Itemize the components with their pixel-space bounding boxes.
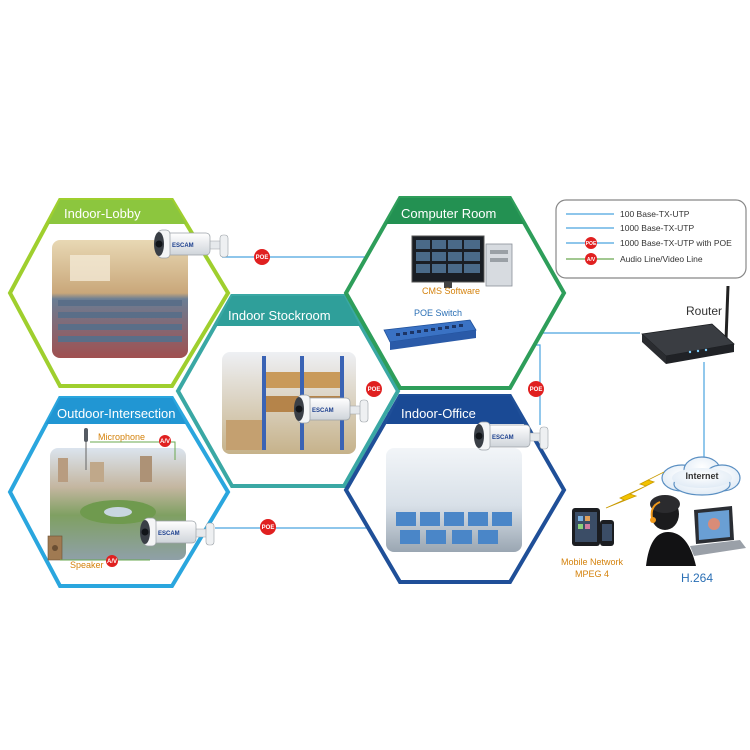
- legend-item-2: 1000 Base-TX-UTP: [620, 223, 694, 233]
- poe-badge-stockroom: POE: [366, 381, 382, 397]
- zone-title-computer: Computer Room: [401, 206, 496, 221]
- svg-text:A/V: A/V: [107, 559, 117, 565]
- poe-switch-label: POE Switch: [414, 308, 462, 318]
- zone-title-lobby: Indoor-Lobby: [64, 206, 141, 221]
- phone-icon: [600, 520, 614, 546]
- mpeg4-label: MPEG 4: [575, 569, 609, 579]
- poe-badge-office: POE: [528, 381, 544, 397]
- svg-text:A/V: A/V: [160, 439, 170, 445]
- laptop-icon: [690, 506, 746, 556]
- zone-title-outdoor: Outdoor-Intersection: [57, 406, 176, 421]
- svg-text:ESCAM: ESCAM: [312, 408, 334, 414]
- poe-badge-outdoor: POE: [260, 519, 276, 535]
- router-group: Router: [642, 286, 734, 364]
- h264-label: H.264: [681, 571, 713, 585]
- speaker-icon: [48, 536, 62, 560]
- mobile-network-label: Mobile Network: [561, 557, 624, 567]
- user-icon: [646, 495, 696, 566]
- svg-text:POE: POE: [368, 387, 381, 393]
- cms-software-label: CMS Software: [422, 286, 480, 296]
- legend-item-3: 1000 Base-TX-UTP with POE: [620, 238, 732, 248]
- cloud-icon: Internet: [662, 457, 740, 495]
- svg-text:ESCAM: ESCAM: [492, 435, 514, 441]
- tablet-icon: [572, 508, 600, 546]
- zone-title-office: Indoor-Office: [401, 406, 476, 421]
- camera-icon: ESCAM: [154, 230, 228, 258]
- speaker-label: Speaker: [70, 560, 104, 570]
- svg-text:ESCAM: ESCAM: [172, 243, 194, 249]
- zone-title-stockroom: Indoor Stockroom: [228, 308, 331, 323]
- router-icon: [642, 286, 734, 364]
- legend-item-4: Audio Line/Video Line: [620, 254, 703, 264]
- server-icon: [486, 244, 512, 286]
- legend-item-1: 100 Base-TX-UTP: [620, 209, 690, 219]
- poe-badge-lobby: POE: [254, 249, 270, 265]
- legend: 100 Base-TX-UTP 1000 Base-TX-UTP POE 100…: [556, 200, 746, 278]
- svg-text:ESCAM: ESCAM: [158, 531, 180, 537]
- monitor-icon: [412, 236, 484, 288]
- legend-badge-poe: POE: [586, 241, 597, 247]
- svg-text:POE: POE: [256, 255, 269, 261]
- av-badge: A/V: [106, 555, 118, 567]
- legend-badge-av: A/V: [587, 257, 596, 263]
- svg-text:POE: POE: [530, 387, 543, 393]
- microphone-label: Microphone: [98, 432, 145, 442]
- svg-text:POE: POE: [262, 525, 275, 531]
- internet-label: Internet: [685, 471, 718, 481]
- zone-outdoor-intersection: Outdoor-Intersection Microphone A/V Spea…: [10, 398, 228, 586]
- router-label: Router: [686, 304, 722, 318]
- av-badge: A/V: [159, 435, 171, 447]
